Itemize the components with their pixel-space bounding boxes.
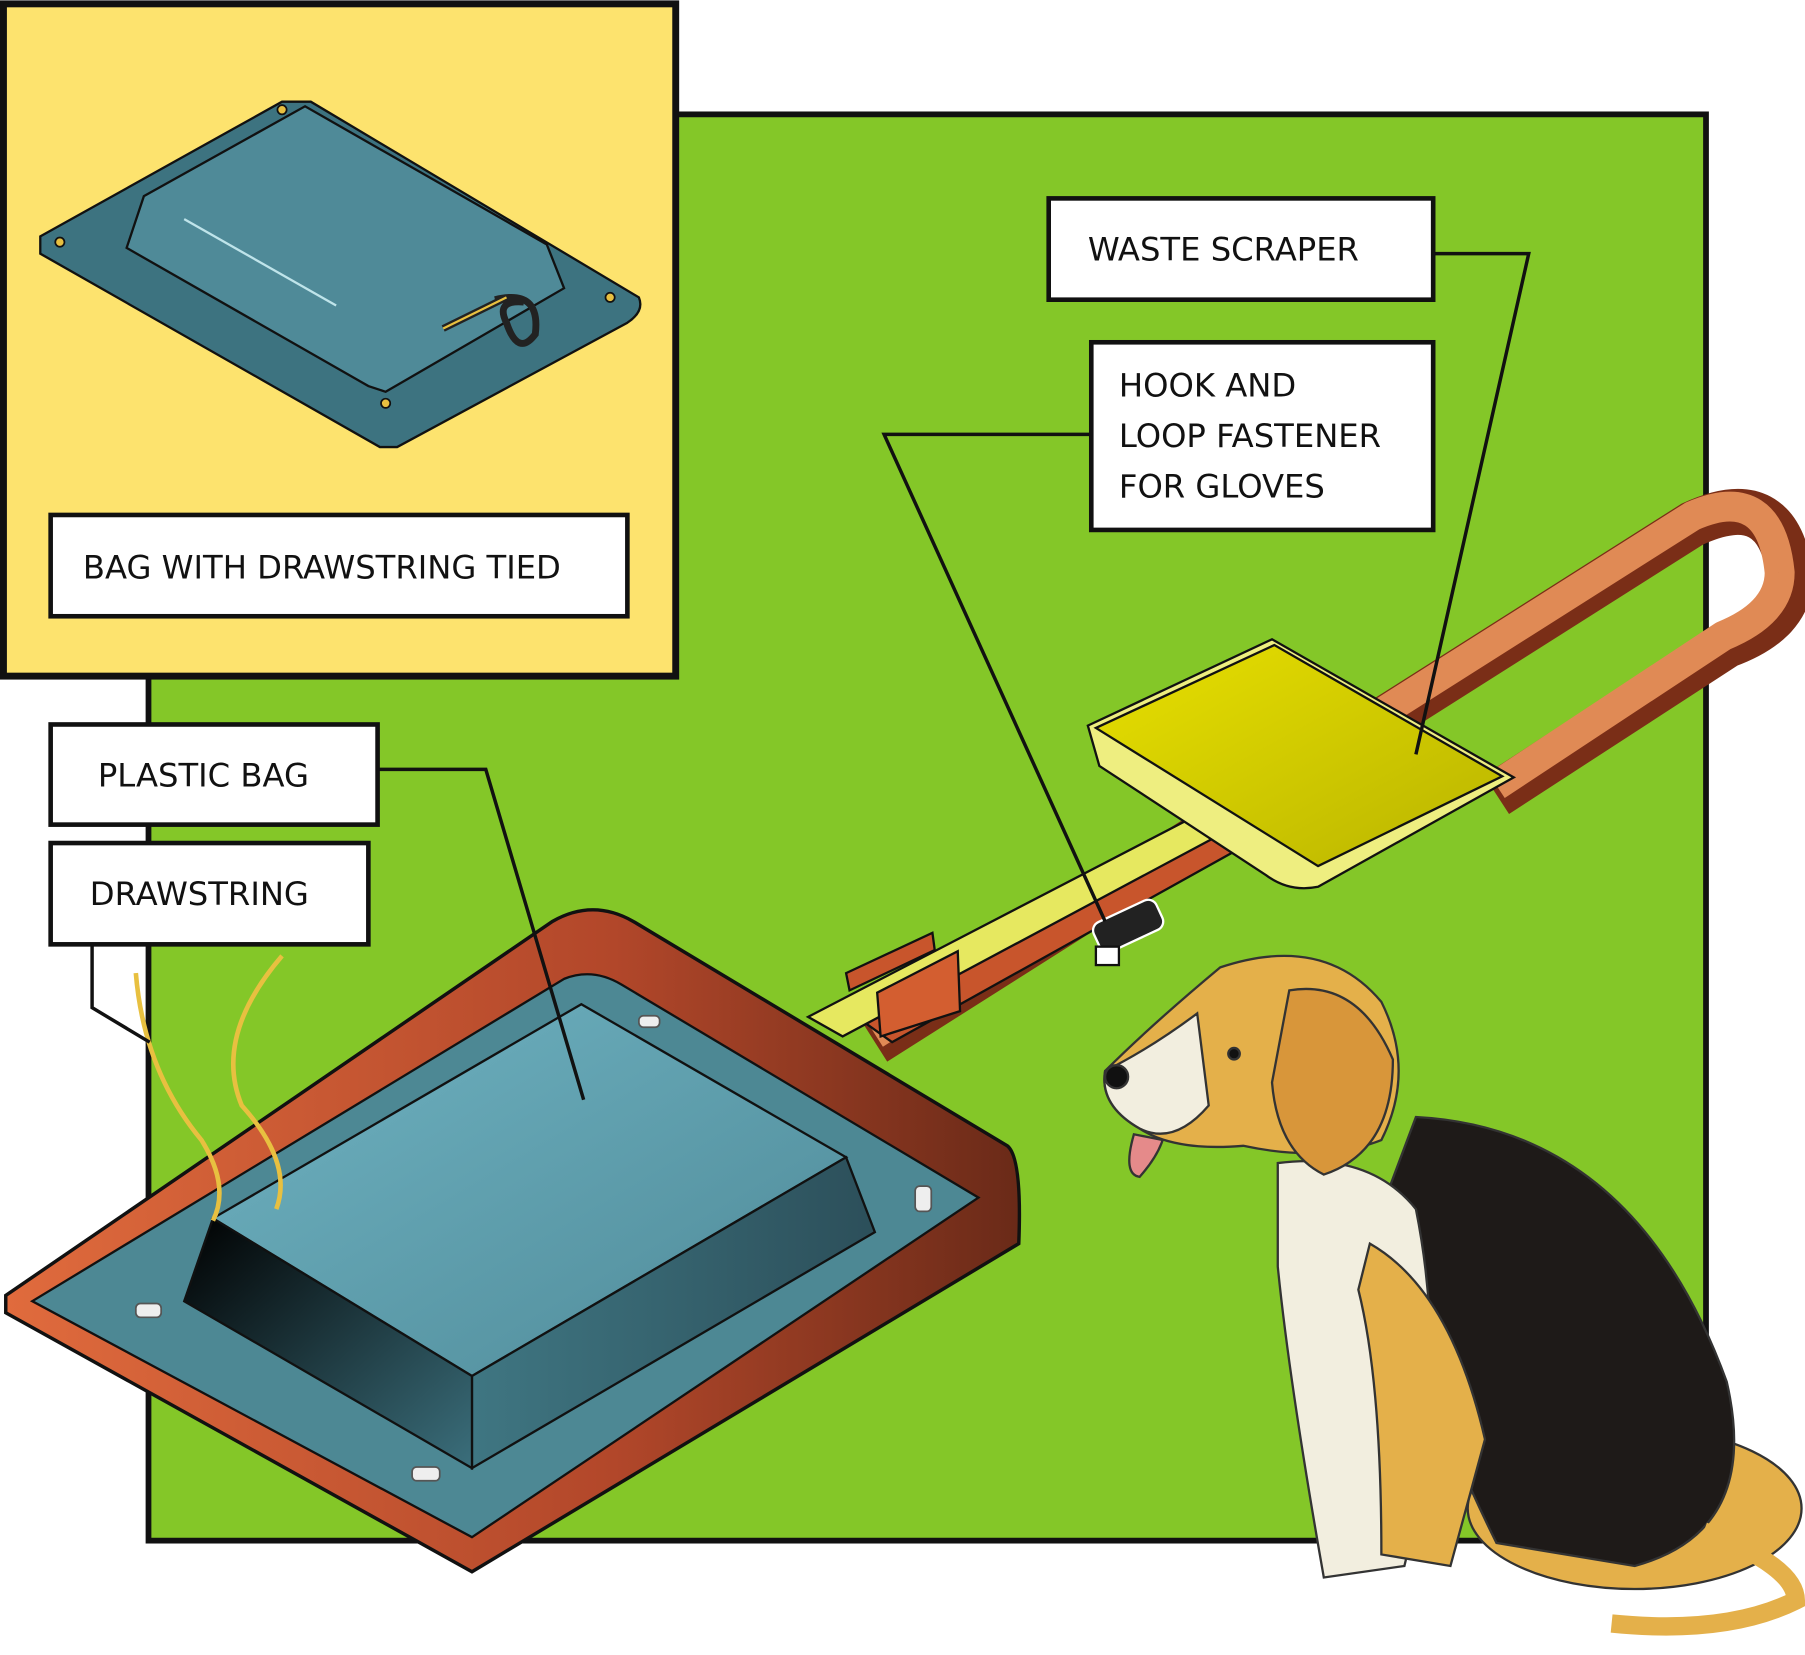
leader-waste-scraper [1414,251,1531,755]
drawstring [133,954,284,1222]
label-text-line-1: HOOK AND [1119,366,1296,404]
leader-hook-loop [881,432,1107,923]
label-drawstring: DRAWSTRING [48,840,371,947]
waste-scraper [805,637,1517,1038]
label-text: PLASTIC BAG [98,757,309,795]
label-text: WASTE SCRAPER [1088,231,1359,269]
label-waste-scraper: WASTE SCRAPER [1046,196,1436,303]
leader-drawstring [90,944,151,1044]
label-text: DRAWSTRING [90,875,309,913]
label-text-line-3: FOR GLOVES [1119,468,1325,506]
dustpan [4,908,1022,1574]
hook-loop-fastener [1091,898,1165,967]
leader-plastic-bag [377,767,586,1101]
label-text: BAG WITH DRAWSTRING TIED [83,548,561,586]
label-hook-loop-fastener: HOOK AND LOOP FASTENER FOR GLOVES [1088,339,1436,533]
label-plastic-bag: PLASTIC BAG [48,722,380,827]
label-text-line-2: LOOP FASTENER [1119,417,1381,455]
beagle-dog [1103,954,1805,1636]
label-bag-with-drawstring-tied: BAG WITH DRAWSTRING TIED [48,512,630,619]
